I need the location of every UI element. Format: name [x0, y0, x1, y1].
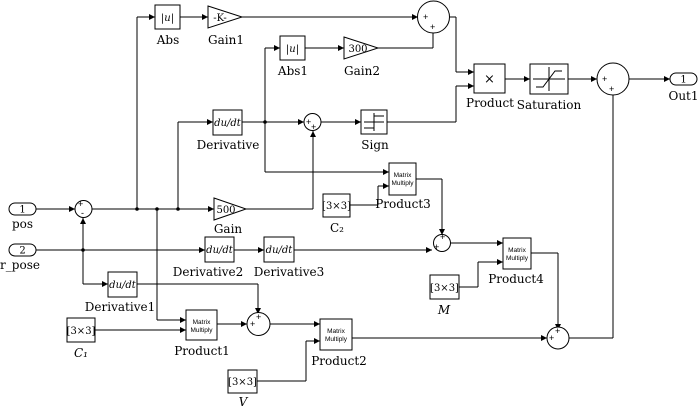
derivative3-label: Derivative3	[254, 265, 324, 279]
c2-constant[interactable]: [3×3] C₂	[322, 193, 351, 235]
svg-text:2: 2	[19, 246, 25, 257]
saturation-label: Saturation	[517, 98, 582, 112]
svg-text:-K-: -K-	[213, 13, 227, 24]
svg-text:Matrix: Matrix	[508, 247, 526, 254]
svg-text:du/dt: du/dt	[206, 245, 234, 256]
gain-label: Gain	[214, 222, 243, 236]
abs1-block[interactable]: |u| Abs1	[277, 35, 308, 78]
svg-text:+: +	[602, 74, 607, 84]
m-constant[interactable]: [3×3] M	[429, 274, 460, 317]
svg-text:+: +	[609, 84, 614, 94]
svg-text:Multiply: Multiply	[325, 336, 348, 343]
inport-pos[interactable]: 1 pos	[8, 202, 37, 231]
gain-block[interactable]: 500 Gain	[213, 197, 248, 236]
outport-out1-label: Out1	[668, 89, 698, 103]
sum-p1[interactable]: + +	[246, 312, 271, 336]
outport-out1[interactable]: 1 Out1	[668, 72, 699, 103]
saturation-block[interactable]: Saturation	[517, 63, 582, 112]
product1-block[interactable]: Matrix Multiply Product1	[174, 309, 230, 358]
svg-text:+: +	[78, 199, 83, 209]
gain1-block[interactable]: -K- Gain1	[207, 5, 244, 47]
svg-text:|u|: |u|	[161, 13, 174, 24]
svg-text:300: 300	[348, 44, 367, 55]
svg-text:Matrix: Matrix	[193, 319, 211, 326]
product4-label: Product4	[488, 272, 544, 286]
svg-text:1: 1	[19, 205, 25, 216]
derivative2-label: Derivative2	[173, 265, 243, 279]
svg-text:+: +	[250, 319, 255, 329]
inport-pos-label: pos	[12, 217, 33, 231]
svg-text:+: +	[434, 242, 439, 252]
v-constant[interactable]: [3×3] V	[227, 369, 258, 408]
sum-middle[interactable]: + +	[303, 113, 322, 133]
product-block[interactable]: × Product	[466, 63, 514, 110]
svg-text:+: +	[440, 232, 445, 242]
svg-text:+: +	[311, 122, 316, 132]
svg-text:+: +	[306, 117, 311, 127]
product2-label: Product2	[311, 354, 367, 368]
product1-label: Product1	[174, 344, 230, 358]
svg-text:Multiply: Multiply	[506, 255, 529, 262]
svg-text:+: +	[430, 22, 435, 32]
svg-text:Matrix: Matrix	[394, 172, 412, 179]
product3-block[interactable]: Matrix Multiply Product3	[375, 162, 431, 211]
svg-text:Matrix: Matrix	[327, 328, 345, 335]
svg-text:du/dt: du/dt	[266, 245, 294, 256]
derivative-block[interactable]: du/dt Derivative	[197, 109, 260, 152]
svg-text:1: 1	[680, 75, 686, 86]
signal-lines	[36, 14, 670, 382]
derivative1-label: Derivative1	[85, 300, 155, 314]
c2-label: C₂	[330, 221, 344, 235]
branch-points	[81, 120, 267, 252]
derivative-label: Derivative	[197, 138, 260, 152]
svg-text:+: +	[555, 326, 560, 336]
svg-text:du/dt: du/dt	[109, 280, 137, 291]
product3-label: Product3	[375, 197, 431, 211]
svg-text:[3×3]: [3×3]	[430, 283, 459, 294]
svg-text:|u|: |u|	[286, 44, 299, 55]
sum-output[interactable]: + +	[596, 62, 630, 96]
svg-text:[3×3]: [3×3]	[67, 326, 96, 337]
abs-label: Abs	[156, 33, 180, 47]
sign-block[interactable]: Sign	[360, 109, 389, 152]
svg-text:500: 500	[216, 205, 235, 216]
svg-text:Multiply: Multiply	[391, 180, 414, 187]
product4-block[interactable]: Matrix Multiply Product4	[488, 237, 544, 286]
inport-r-pose-label: r_pose	[0, 258, 40, 272]
derivative3-block[interactable]: du/dt Derivative3	[254, 236, 324, 279]
product2-block[interactable]: Matrix Multiply Product2	[311, 318, 367, 368]
svg-text:du/dt: du/dt	[214, 118, 242, 129]
sum-bottom[interactable]: + +	[546, 326, 570, 350]
derivative1-block[interactable]: du/dt Derivative1	[85, 271, 155, 314]
sum-input-error[interactable]: + -	[74, 199, 93, 218]
svg-text:[3×3]: [3×3]	[228, 377, 257, 388]
gain2-block[interactable]: 300 Gain2	[343, 36, 380, 78]
m-label: M	[437, 303, 451, 317]
abs1-label: Abs1	[277, 64, 308, 78]
gain2-label: Gain2	[344, 64, 380, 78]
svg-text:+: +	[256, 312, 261, 322]
sum-top[interactable]: + +	[417, 0, 450, 34]
svg-text:+: +	[549, 333, 554, 343]
gain1-label: Gain1	[208, 33, 244, 47]
c1-label: C₁	[74, 346, 88, 360]
v-label: V	[239, 395, 249, 408]
svg-text:Multiply: Multiply	[190, 327, 213, 334]
derivative2-block[interactable]: du/dt Derivative2	[173, 236, 243, 279]
sum-p34[interactable]: + +	[433, 232, 451, 252]
product-label: Product	[466, 96, 514, 110]
sign-label: Sign	[361, 138, 389, 152]
svg-text:+: +	[423, 12, 428, 22]
c1-constant[interactable]: [3×3] C₁	[66, 317, 96, 360]
svg-text:×: ×	[484, 72, 495, 87]
svg-text:[3×3]: [3×3]	[322, 201, 351, 212]
svg-text:-: -	[81, 208, 84, 218]
inport-r-pose[interactable]: 2 r_pose	[0, 243, 40, 272]
abs-block[interactable]: |u| Abs	[154, 4, 181, 47]
